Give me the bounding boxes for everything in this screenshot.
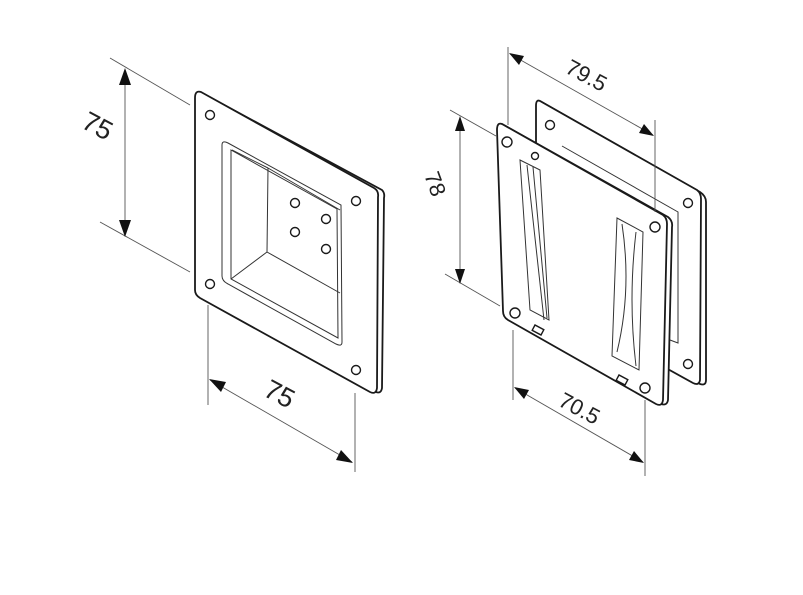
right-height-label: 78 [419,168,451,200]
left-width-label: 75 [259,374,300,415]
vesa-hole [289,226,301,238]
right-depth-label: 79.5 [562,54,612,96]
right-width-label: 70.5 [555,387,605,429]
vesa-hole [320,243,332,255]
right-front-plate [496,122,674,406]
vesa-hole [320,213,332,225]
left-vesa-plate [194,90,386,394]
vesa-hole [289,197,301,209]
left-height-label: 75 [77,106,118,147]
